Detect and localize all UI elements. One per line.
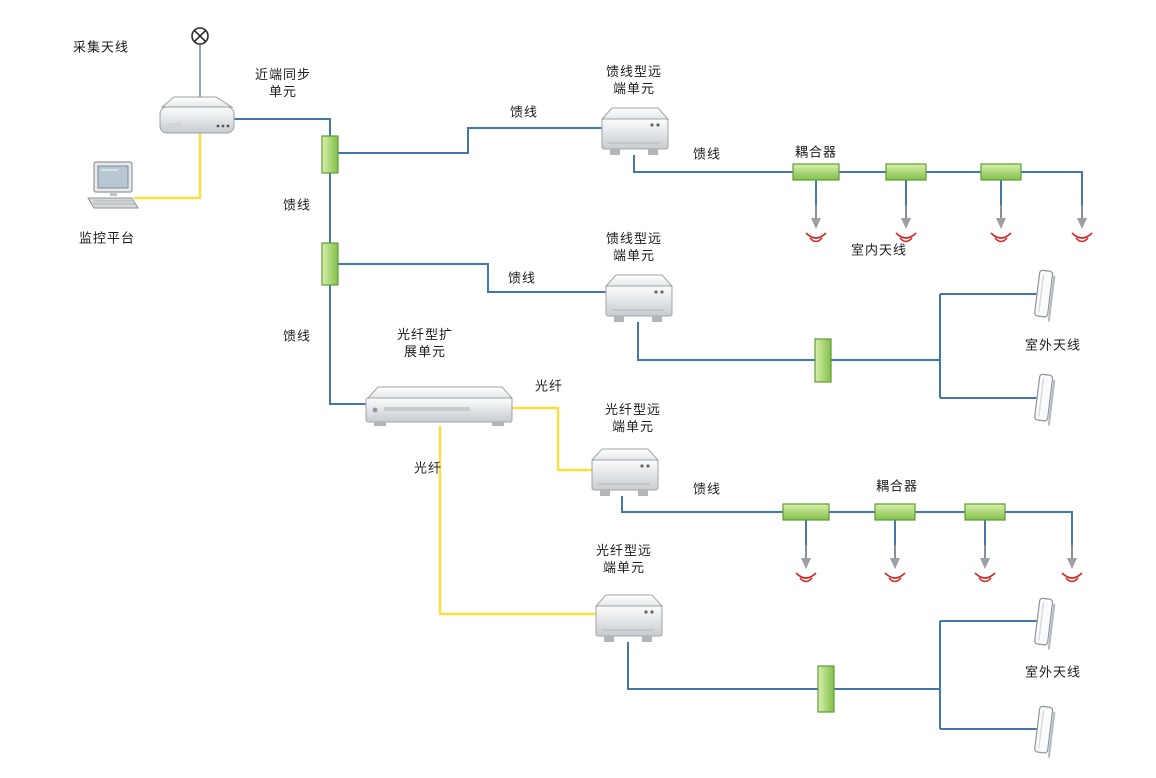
indoor-antenna-icon (895, 204, 917, 243)
feeder-line-splitter2-to-expansion (329, 285, 366, 405)
near-end-sync-unit-device (159, 96, 235, 134)
fiber-remote-unit-2-device (595, 594, 663, 643)
feeder-line-nearunit-to-splitter1 (234, 118, 331, 136)
indoor-antenna-icon (990, 204, 1012, 243)
indoor-antenna-icon (1061, 544, 1083, 583)
fiber-line-expansion-to-remote4 (438, 426, 596, 616)
collection-antenna-icon (191, 27, 209, 45)
label-feeder: 馈线 (282, 198, 312, 214)
label-feeder: 馈线 (282, 329, 312, 345)
label-near-end-sync-unit: 近端同步 单元 (254, 68, 312, 100)
feeder-line-splitter2-to-remote2 (338, 263, 606, 293)
coupler-row1-a (792, 163, 840, 181)
outdoor-antenna-icon (1032, 269, 1056, 323)
label-feeder: 馈线 (692, 482, 722, 498)
label-feeder-remote-unit-2: 馈线型远 端单元 (605, 232, 663, 264)
feeder-remote-unit-1-device (601, 107, 669, 156)
coupler-row2-c (964, 503, 1006, 521)
indoor-antenna-icon (1071, 204, 1093, 243)
fiber-link-monitor-to-nearunit (134, 133, 202, 200)
label-monitoring-platform: 监控平台 (78, 231, 136, 247)
splitter-4 (817, 665, 835, 713)
indoor-antenna-icon (974, 544, 996, 583)
label-fiber-expansion-unit: 光纤型扩 展单元 (396, 328, 454, 360)
indoor-antenna-icon (884, 544, 906, 583)
feeder-line-splitter1-to-remote1 (338, 127, 602, 154)
label-fiber: 光纤 (413, 461, 443, 477)
label-fiber-remote-unit-2: 光纤型远 端单元 (595, 544, 653, 576)
coupler-row1-c (980, 163, 1022, 181)
label-coupler-2: 耦合器 (875, 479, 919, 495)
label-feeder-remote-unit-1: 馈线型远 端单元 (605, 65, 663, 97)
coupler-row2-b (874, 503, 916, 521)
feeder-bus-row2 (621, 496, 1073, 545)
feeder-line-remote4-to-splitter4 (627, 642, 818, 690)
splitter-2 (321, 242, 339, 286)
label-outdoor-antenna-2: 室外天线 (1024, 665, 1082, 681)
fiber-remote-unit-1-device (591, 448, 659, 497)
outdoor-antenna-icon (1032, 597, 1056, 651)
feeder-line-remote2-to-splitter3 (637, 322, 815, 361)
label-feeder: 馈线 (692, 147, 722, 163)
label-fiber: 光纤 (534, 379, 564, 395)
splitter-3 (814, 338, 832, 383)
label-indoor-antenna: 室内天线 (850, 243, 908, 259)
indoor-antenna-icon (805, 204, 827, 243)
couplers (321, 135, 1022, 713)
label-collection-antenna: 采集天线 (72, 40, 130, 56)
outdoor-antenna-icon (1032, 705, 1056, 759)
label-feeder: 馈线 (507, 271, 537, 287)
splitter-1 (321, 135, 339, 174)
fiber-lines (134, 133, 596, 616)
label-coupler-1: 耦合器 (794, 145, 838, 161)
outdoor-antenna-icon (1032, 373, 1056, 427)
fiber-line-expansion-to-remote3 (512, 406, 592, 472)
monitoring-computer-icon (87, 161, 139, 209)
feeder-remote-unit-2-device (605, 274, 673, 323)
fiber-expansion-unit-device (365, 386, 514, 426)
indoor-antenna-icon (795, 544, 817, 583)
label-feeder: 馈线 (509, 105, 539, 121)
coupler-row1-b (885, 163, 927, 181)
feeder-bus-row1 (633, 155, 1083, 205)
label-fiber-remote-unit-1: 光纤型远 端单元 (604, 403, 662, 435)
feeder-lines (199, 44, 1083, 730)
label-outdoor-antenna-1: 室外天线 (1024, 338, 1082, 354)
coupler-row2-a (782, 503, 830, 521)
